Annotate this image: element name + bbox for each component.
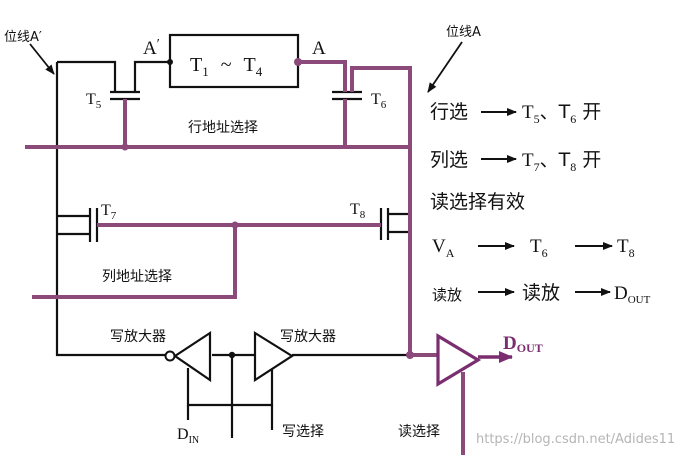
write-amp-left-label: 写放大器	[110, 329, 166, 345]
t8-label: T8	[350, 201, 366, 221]
node-a-prime-label: A′	[143, 37, 160, 59]
write-amp-mid-junction	[228, 351, 236, 359]
purple-wires	[25, 60, 465, 455]
node-a-prime-dot	[167, 59, 173, 65]
bitline-a-wire	[298, 60, 347, 92]
t6-transistor	[332, 90, 362, 101]
note-read-amp: 读放	[522, 282, 560, 304]
watermark-text: https://blog.csdn.net/Adides112233	[476, 432, 674, 447]
read-select-label: 读选择	[398, 423, 440, 440]
bitline-a-right-wire	[350, 66, 412, 355]
din-label: DIN	[177, 426, 199, 446]
bitline-a-prime-label: 位线A′	[4, 30, 42, 45]
write-amp-left	[173, 330, 212, 383]
read-amp	[436, 333, 482, 387]
t5-to-cell-wire	[133, 60, 170, 92]
col-select-label: 列地址选择	[102, 269, 172, 285]
t7-transistor	[88, 208, 99, 242]
note-read-amp-small: 读放	[432, 286, 462, 304]
bitline-a-label: 位线A	[446, 25, 481, 40]
write-amp-left-bubble	[164, 350, 176, 362]
t5-label: T5	[86, 91, 102, 111]
t5-transistor	[110, 90, 140, 101]
row-select-junction	[121, 143, 129, 151]
black-wires	[55, 60, 410, 438]
bitline-a-arrow	[427, 41, 463, 93]
write-amp-right-label: 写放大器	[280, 329, 336, 345]
note-read-valid: 读选择有效	[430, 191, 525, 213]
din-wire	[186, 368, 274, 407]
write-amp-right	[253, 331, 295, 383]
dout-label: DOUT	[503, 333, 543, 355]
t7-label: T7	[101, 202, 117, 222]
col-select-down	[32, 225, 237, 299]
left-bitline-wire	[55, 62, 165, 357]
t8-transistor	[379, 208, 390, 240]
col-select-junction	[231, 221, 239, 229]
write-select-label: 写选择	[282, 424, 324, 440]
bitline-a-prime-arrow	[29, 43, 55, 75]
t5-top-wire	[57, 60, 117, 92]
note-dout: DOUT	[614, 283, 651, 306]
node-a-label: A	[312, 38, 326, 59]
row-select-label: 行地址选择	[188, 120, 258, 136]
cell-t1-t4-label: T1~T4	[190, 54, 263, 79]
t6-label: T6	[371, 91, 387, 111]
dout-bus-junction	[406, 351, 414, 359]
